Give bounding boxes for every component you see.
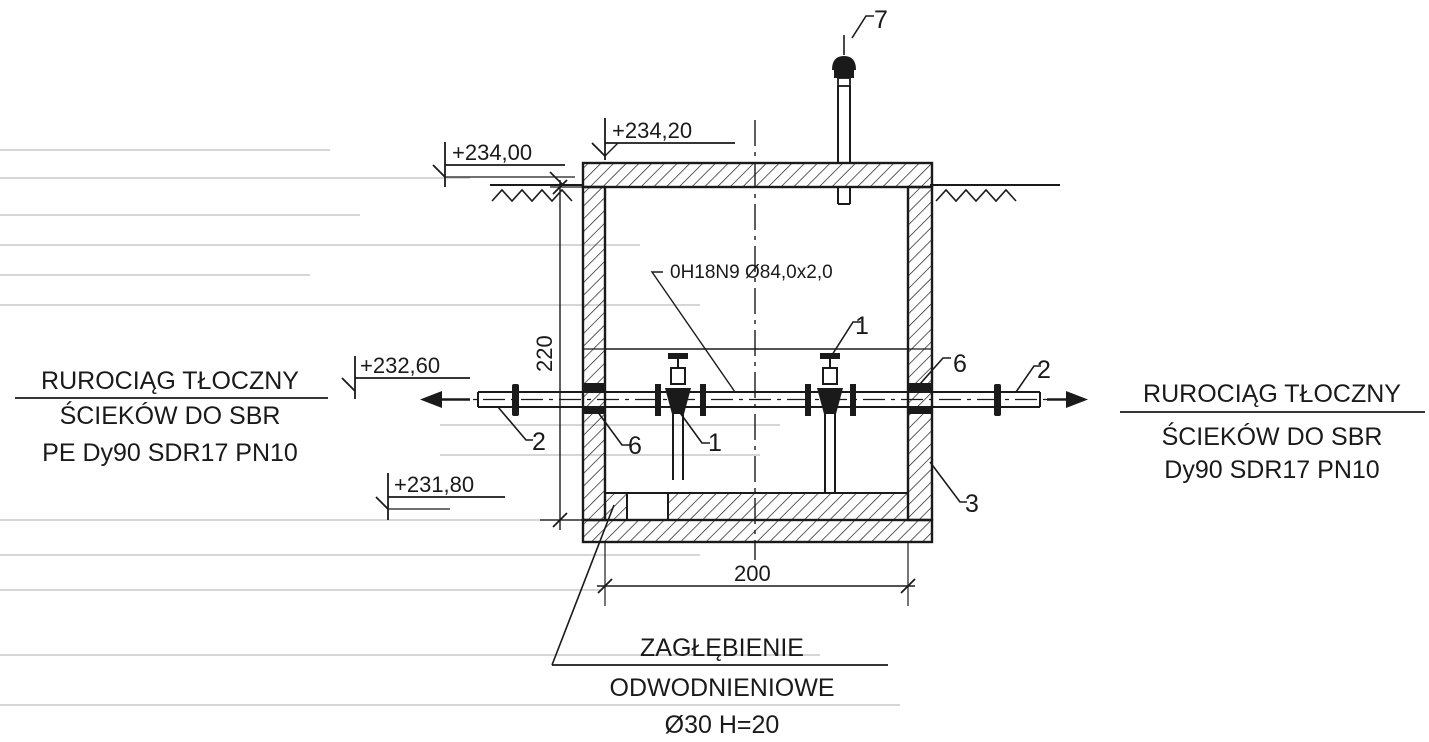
callout-6-left: 6 bbox=[596, 410, 642, 460]
left-pipe-label: RUROCIĄG TŁOCZNY ŚCIEKÓW DO SBR PE Dy90 … bbox=[15, 367, 328, 467]
left-label-line1: RUROCIĄG TŁOCZNY bbox=[41, 367, 299, 395]
elevation-ground-text: +234,00 bbox=[452, 140, 532, 165]
callout-2-right: 2 bbox=[1015, 356, 1051, 393]
right-label-line1: RUROCIĄG TŁOCZNY bbox=[1143, 380, 1401, 408]
callout-7: 7 bbox=[851, 6, 888, 39]
callout-1-bottom-text: 1 bbox=[708, 429, 722, 457]
callout-6-right-text: 6 bbox=[953, 350, 967, 378]
dimension-width: 200 bbox=[597, 542, 916, 606]
right-label-line2: ŚCIEKÓW DO SBR bbox=[1162, 421, 1383, 451]
elevation-pipe-text: +232,60 bbox=[360, 353, 440, 378]
left-label-line3: PE Dy90 SDR17 PN10 bbox=[42, 439, 298, 467]
dimension-width-text: 200 bbox=[734, 561, 771, 586]
pipe-flanges bbox=[512, 384, 1001, 416]
gate-valve-left bbox=[665, 353, 691, 480]
callout-1-bottom: 1 bbox=[677, 409, 722, 457]
elevation-pipe: +232,60 bbox=[341, 353, 470, 399]
elevation-top-text: +234,20 bbox=[612, 118, 692, 143]
gate-valve-right bbox=[817, 353, 843, 493]
callout-6-left-text: 6 bbox=[628, 432, 642, 460]
pipe-spec-text: 0H18N9 Ø84,0x2,0 bbox=[670, 262, 833, 283]
elevation-ground: +234,00 bbox=[432, 140, 575, 187]
callout-1-top-text: 1 bbox=[855, 312, 869, 340]
callout-2-left: 2 bbox=[497, 406, 546, 456]
callout-2-left-text: 2 bbox=[532, 428, 546, 456]
flow-arrow-right bbox=[1047, 391, 1088, 408]
callout-6-right: 6 bbox=[919, 350, 967, 385]
callout-2-right-text: 2 bbox=[1037, 356, 1051, 384]
callout-1-top: 1 bbox=[831, 312, 869, 356]
floor-fill-right bbox=[667, 492, 909, 521]
left-wall bbox=[581, 185, 607, 522]
pressure-pipe bbox=[445, 391, 1080, 408]
left-label-line2: ŚCIEKÓW DO SBR bbox=[60, 400, 281, 430]
callout-7-text: 7 bbox=[874, 6, 888, 34]
sump-label-line3: Ø30 H=20 bbox=[665, 711, 780, 739]
elevation-bottom-text: +231,80 bbox=[394, 472, 474, 497]
right-pipe-label: RUROCIĄG TŁOCZNY ŚCIEKÓW DO SBR Dy90 SDR… bbox=[1120, 380, 1425, 484]
dimension-height: 220 bbox=[532, 179, 583, 530]
dimension-height-text: 220 bbox=[532, 335, 557, 372]
vent-pipe bbox=[832, 35, 856, 205]
elevation-top: +234,20 bbox=[591, 118, 735, 160]
callout-3: 3 bbox=[929, 461, 979, 518]
flow-arrow-left bbox=[420, 391, 470, 408]
floor-fill-left bbox=[604, 492, 628, 521]
ground-line bbox=[490, 184, 1060, 203]
chamber-walls bbox=[581, 161, 934, 544]
callout-3-text: 3 bbox=[965, 490, 979, 518]
elevation-bottom: +231,80 bbox=[375, 472, 505, 520]
right-label-line3: Dy90 SDR17 PN10 bbox=[1164, 456, 1379, 484]
sump-label-line1: ZAGŁĘBIENIE bbox=[640, 634, 804, 662]
top-slab bbox=[581, 161, 934, 189]
sump-label: ZAGŁĘBIENIE ODWODNIENIOWE Ø30 H=20 bbox=[551, 504, 888, 739]
pipe-spec-callout: 0H18N9 Ø84,0x2,0 bbox=[650, 262, 833, 393]
sump-label-line2: ODWODNIENIOWE bbox=[610, 674, 835, 702]
bottom-slab bbox=[581, 518, 934, 544]
background-traces bbox=[0, 149, 900, 706]
right-wall bbox=[906, 185, 934, 522]
wall-seals bbox=[583, 383, 932, 414]
